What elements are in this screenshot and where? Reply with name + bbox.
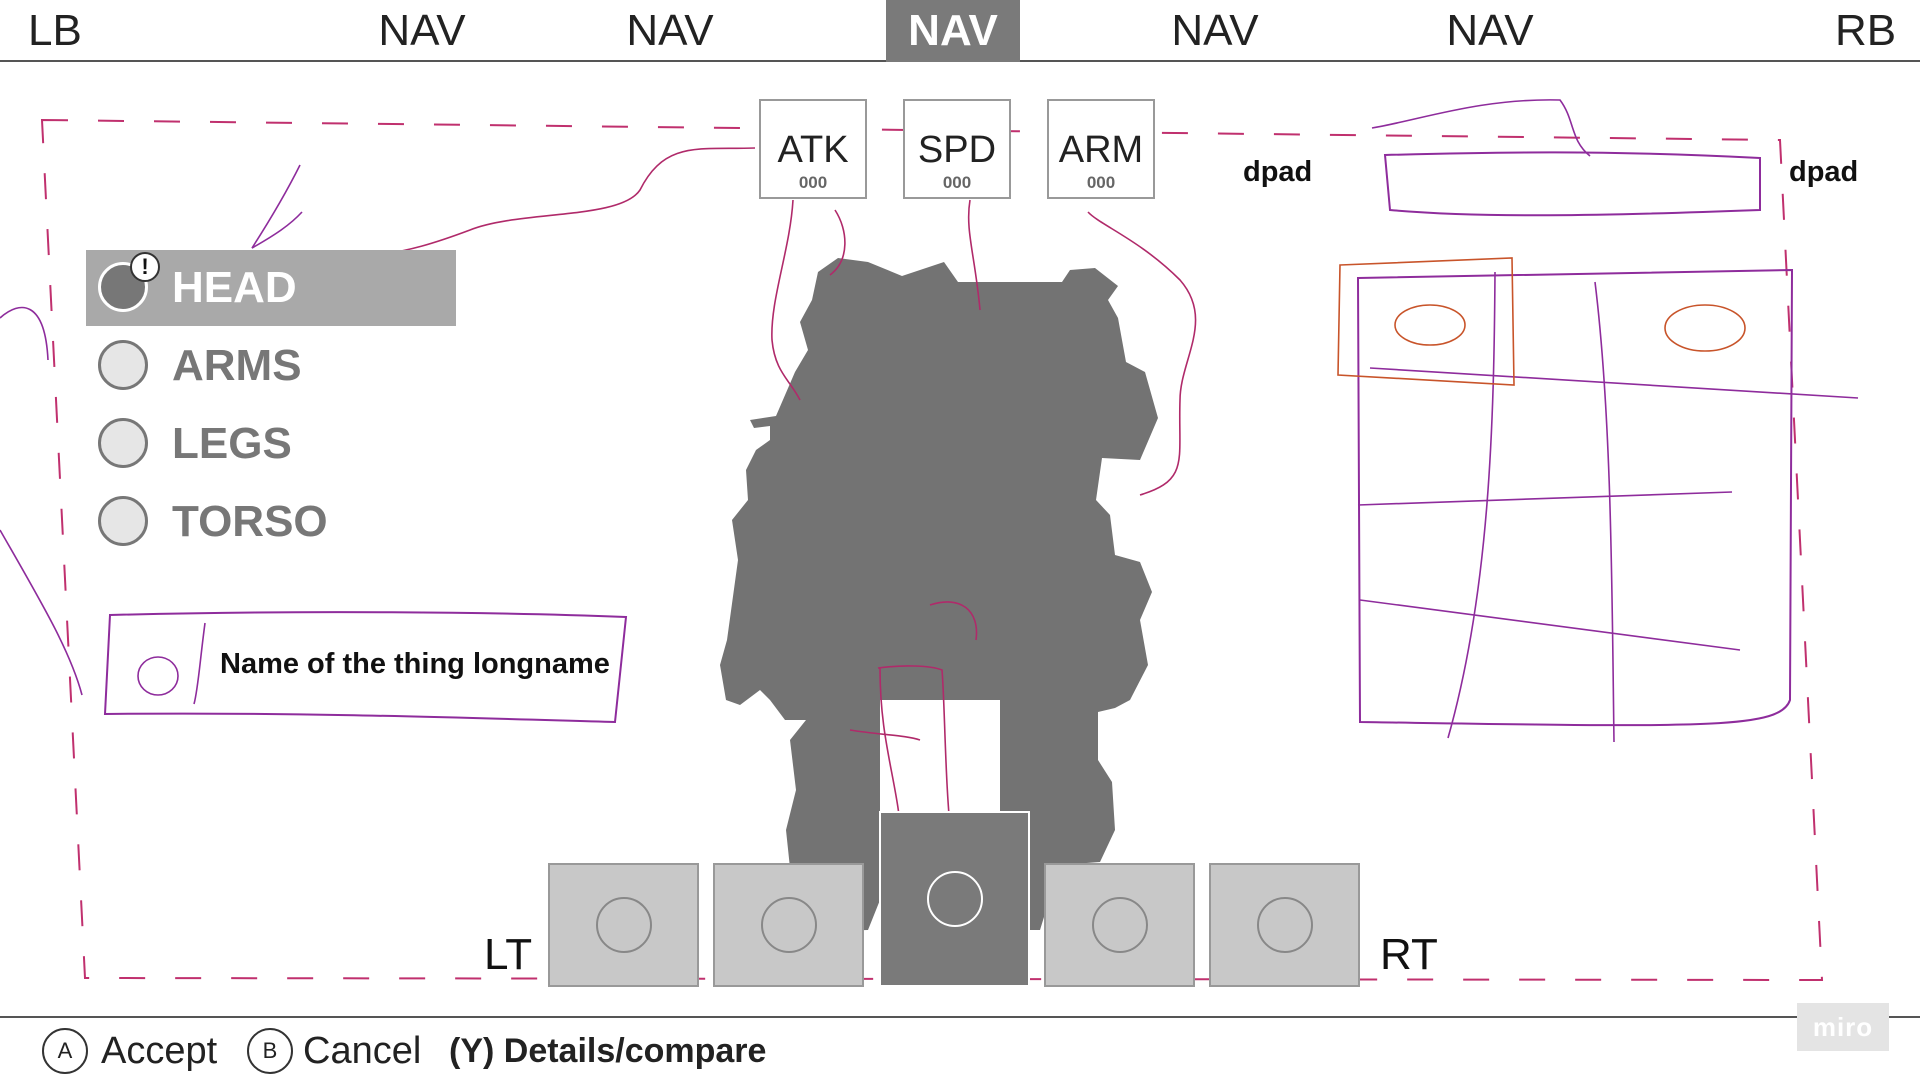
part-label-arms: ARMS [172,341,302,390]
stat-spd-value: 000 [942,173,972,192]
radio-icon [98,340,148,390]
dashed-frame-outline [40,118,1824,982]
nav-tab-4[interactable]: NAV [1171,6,1259,55]
slot-circle-icon [1256,897,1313,953]
lt-trigger-hint[interactable]: LT [484,930,533,979]
nav-tab-5[interactable]: NAV [1446,6,1534,55]
item-name-label: Name of the thing longname [220,648,610,680]
part-item-arms[interactable]: ARMS [86,328,456,404]
slot-circle-icon [926,871,983,927]
a-button-icon[interactable]: A [42,1028,88,1074]
cancel-label[interactable]: Cancel [303,1030,422,1072]
b-button-icon[interactable]: B [247,1028,293,1074]
item-slot-2[interactable] [713,863,864,987]
button-prompt-bar: A Accept B Cancel (Y) Details/compare [0,1016,1920,1080]
slot-circle-icon [595,897,652,953]
nav-tab-3-active[interactable]: NAV [886,0,1020,62]
rt-trigger-hint[interactable]: RT [1380,930,1438,979]
stat-arm-value: 000 [1086,173,1116,192]
part-label-legs: LEGS [172,419,292,468]
miro-watermark: miro [1797,1003,1889,1051]
nav-tab-1[interactable]: NAV [378,6,466,55]
alert-icon: ! [130,252,160,282]
stat-spd: SPD 000 [903,99,1011,199]
mech-silhouette [720,258,1158,932]
item-slot-4[interactable] [1044,863,1195,987]
top-nav-bar: LB NAV NAV NAV NAV NAV RB [0,0,1920,62]
dpad-hint-right: dpad [1789,156,1859,188]
part-item-legs[interactable]: LEGS [86,406,456,482]
stat-arm-label: ARM [1058,129,1144,171]
stat-spd-label: SPD [917,129,997,171]
stat-atk: ATK 000 [759,99,867,199]
details-compare-label[interactable]: (Y) Details/compare [449,1032,767,1070]
item-slot-3-active[interactable] [879,811,1030,987]
lb-bumper-hint[interactable]: LB [28,6,82,55]
part-item-torso[interactable]: TORSO [86,484,456,560]
stat-atk-value: 000 [798,173,828,192]
part-label-head: HEAD [172,263,297,312]
dpad-hint-left: dpad [1243,156,1313,188]
item-slot-1[interactable] [548,863,699,987]
rb-bumper-hint[interactable]: RB [1835,6,1897,55]
part-item-head[interactable]: ! HEAD [86,250,456,326]
nav-tab-2[interactable]: NAV [626,6,714,55]
part-label-torso: TORSO [172,497,328,546]
accept-label[interactable]: Accept [101,1030,218,1072]
stat-atk-label: ATK [777,129,849,171]
radio-icon [98,418,148,468]
slot-circle-icon [1091,897,1148,953]
stat-arm: ARM 000 [1047,99,1155,199]
slot-circle-icon [760,897,817,953]
item-slot-5[interactable] [1209,863,1360,987]
radio-icon [98,496,148,546]
